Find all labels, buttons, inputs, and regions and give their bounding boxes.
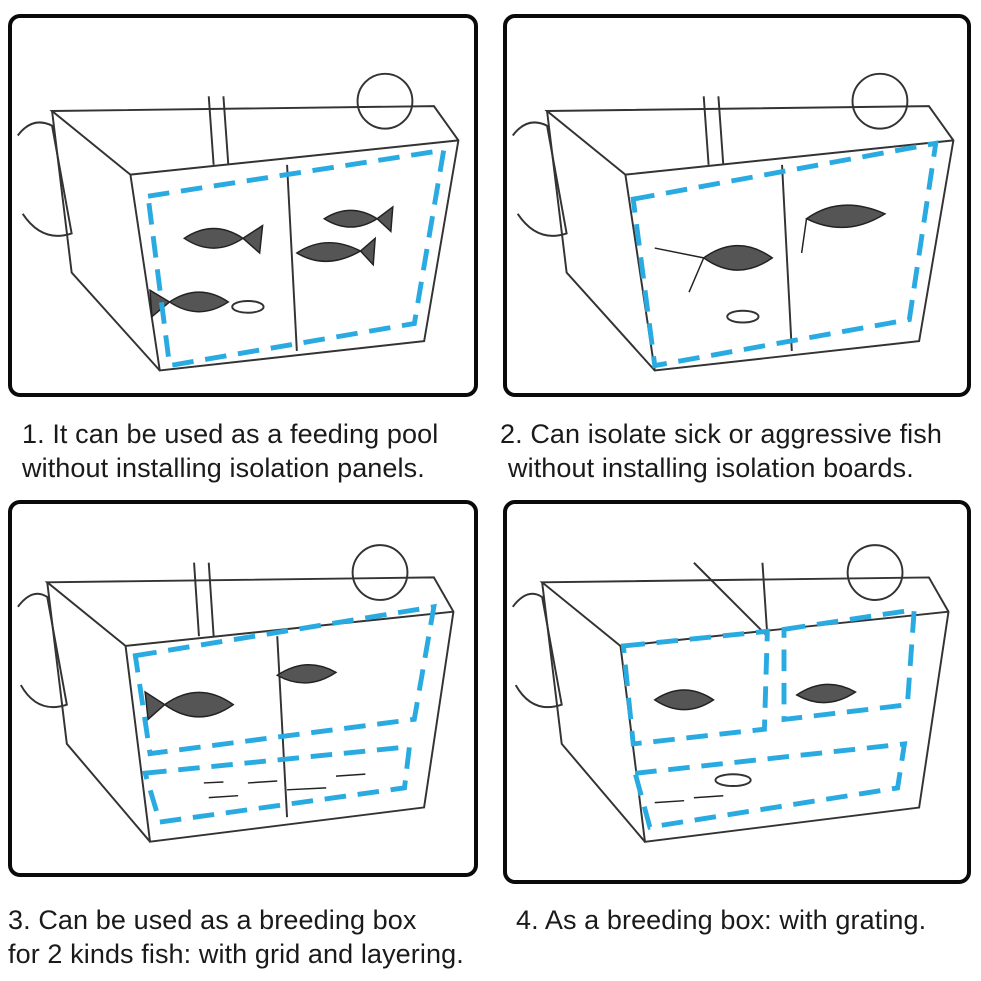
caption-2-line-1: 2. Can isolate sick or aggressive fish	[500, 419, 942, 449]
illustration-panel-4	[503, 500, 971, 884]
caption-3-line-1: 3. Can be used as a breeding box	[8, 905, 417, 935]
breeder-box-illustration	[17, 544, 455, 843]
caption-4: 4. As a breeding box: with grating.	[516, 903, 926, 937]
caption-2-line-2: without installing isolation boards.	[508, 453, 914, 483]
caption-2: 2. Can isolate sick or aggressive fish w…	[500, 417, 981, 485]
breeder-box-illustration	[512, 72, 955, 372]
breeder-box-illustration	[511, 544, 950, 843]
caption-3-line-2: for 2 kinds fish: with grid and layering…	[8, 939, 464, 969]
caption-1-line-2: without installing isolation panels.	[22, 453, 425, 483]
illustration-panel-1	[8, 14, 478, 397]
caption-1-line-1: 1. It can be used as a feeding pool	[22, 419, 439, 449]
illustration-panel-3	[8, 500, 478, 877]
caption-3: 3. Can be used as a breeding box for 2 k…	[8, 903, 464, 971]
breeder-box-illustration	[17, 72, 460, 372]
illustration-panel-2	[503, 14, 971, 397]
caption-1: 1. It can be used as a feeding pool with…	[22, 417, 438, 485]
caption-4-line-1: 4. As a breeding box: with grating.	[516, 905, 927, 935]
